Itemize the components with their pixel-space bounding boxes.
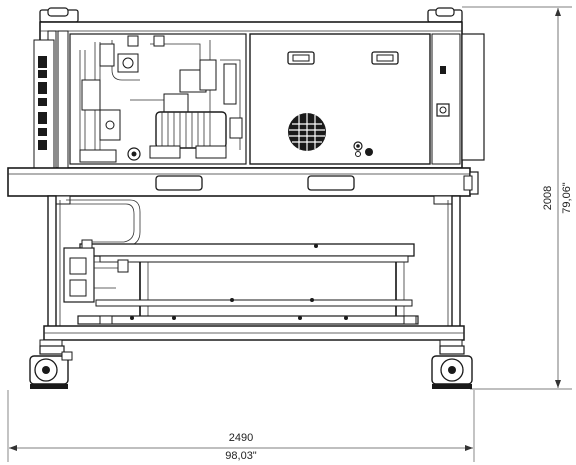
- castor-wheel-left: [29, 345, 73, 389]
- upper-cabinet: [33, 21, 485, 171]
- height-mm-label: 2008: [542, 186, 554, 210]
- width-in-label: 98,03": [225, 450, 257, 462]
- side-panel-badges: [38, 56, 47, 150]
- width-mm-label: 2490: [229, 432, 253, 444]
- lifting-lugs: [39, 7, 463, 23]
- lower-frame: [39, 195, 465, 349]
- castor-wheel-right: [431, 345, 473, 389]
- middle-beam: [7, 167, 479, 205]
- fan-grille: [288, 113, 326, 151]
- dimension-annotations: 2490 98,03" 2008 79,06": [7, 6, 573, 462]
- height-in-label: 79,06": [561, 182, 573, 214]
